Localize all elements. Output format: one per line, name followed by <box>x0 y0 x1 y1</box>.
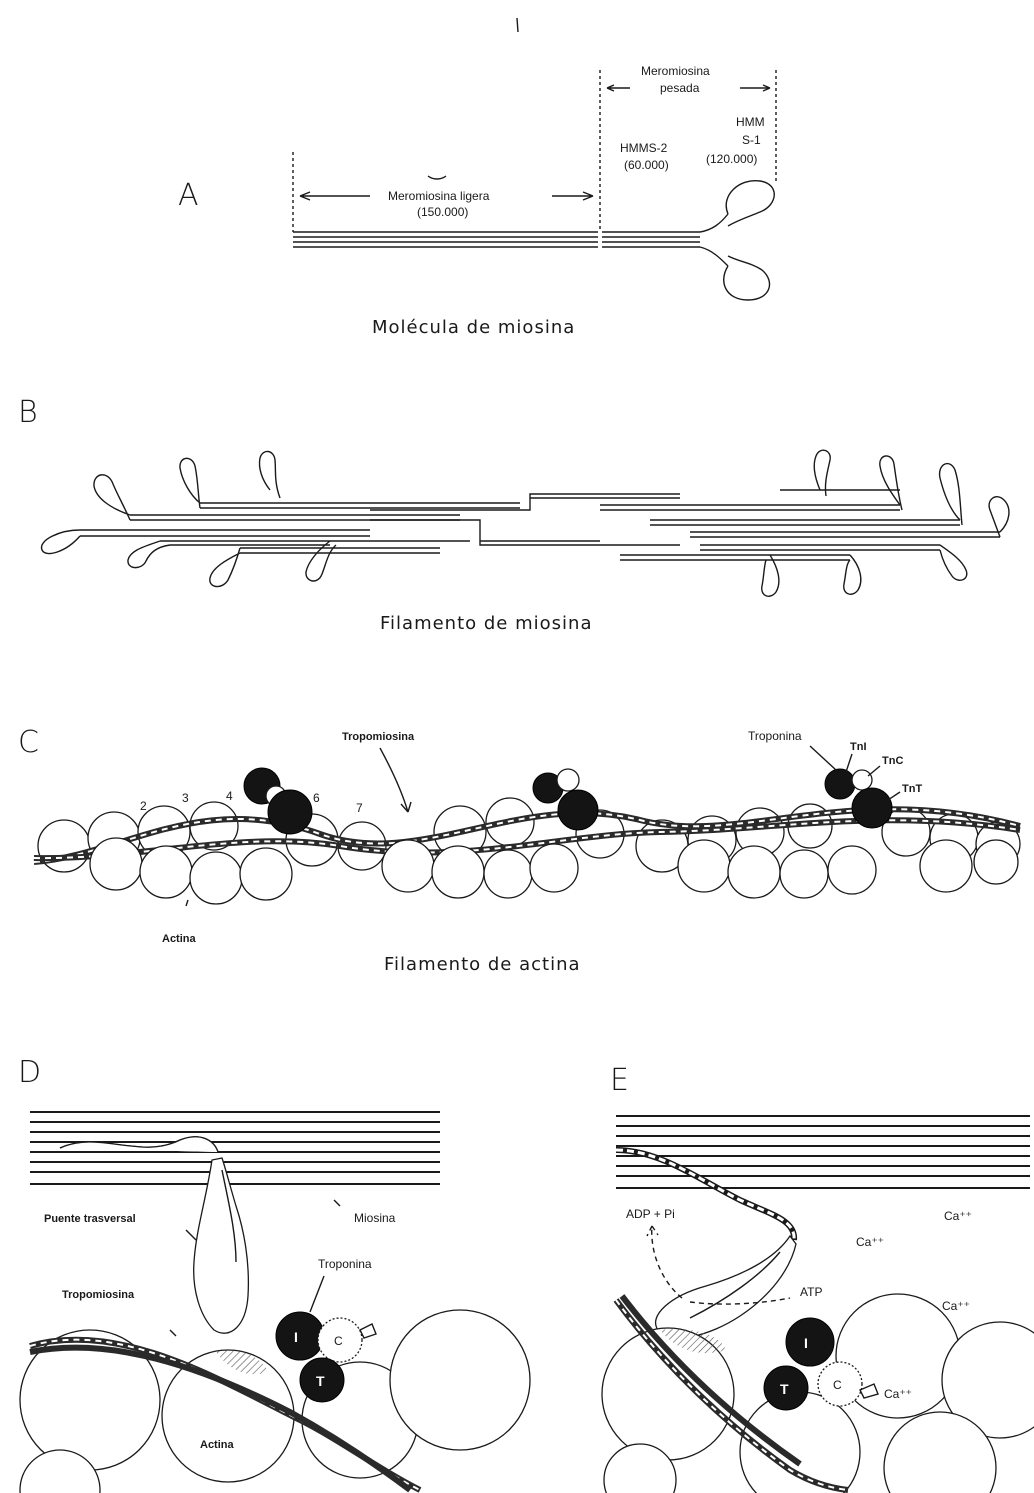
bead-number-3: 3 <box>182 791 189 805</box>
troponin-t-label-e: T <box>780 1381 789 1397</box>
tni-label: TnI <box>850 741 867 753</box>
calcium-label-2: Ca⁺⁺ <box>856 1235 884 1249</box>
troponin-i-label-e: I <box>804 1335 808 1351</box>
panel-a: A Meromiosina ligera (150.000) Mer <box>178 18 776 338</box>
tnt-pointer <box>888 792 900 800</box>
tni-pointer <box>846 754 852 772</box>
troponin-label-d: Troponina <box>318 1257 372 1271</box>
myosin-label-d: Miosina <box>354 1211 396 1225</box>
atp-label: ATP <box>800 1285 822 1299</box>
panel-b-caption: Filamento de miosina <box>380 613 592 634</box>
tropomyosin-label: Tropomiosina <box>342 731 415 743</box>
troponin-label: Troponina <box>748 729 802 743</box>
tnt-label: TnT <box>902 783 922 795</box>
calcium-label-1: Ca⁺⁺ <box>944 1209 972 1223</box>
myosin-tail <box>293 214 728 266</box>
panel-b-letter: B <box>18 395 38 430</box>
top-mark <box>517 18 518 32</box>
troponin-t-label: T <box>316 1373 325 1389</box>
troponin-pointer <box>810 746 836 770</box>
myosin-pointer-d <box>334 1200 340 1206</box>
tropomyosin-arrow <box>380 748 411 812</box>
panel-e-letter: E <box>610 1063 629 1098</box>
troponin-c-label: C <box>334 1334 343 1348</box>
heavy-meromyosin-label-1: Meromiosina <box>641 64 710 78</box>
bead-number-6: 6 <box>313 791 320 805</box>
tnc-label: TnC <box>882 755 903 767</box>
adp-label: ADP + Pi <box>626 1207 675 1221</box>
s1-label: S-1 <box>742 133 761 147</box>
cross-bridge-label: Puente trasversal <box>44 1213 136 1225</box>
myosin-thick-filament-e <box>616 1116 1030 1188</box>
hmms2-label: HMMS-2 <box>620 141 668 155</box>
myosin-heads <box>724 181 775 300</box>
arrow-heavy-right <box>740 85 770 91</box>
actin-beads-front <box>90 838 1018 904</box>
calcium-label-3: Ca⁺⁺ <box>942 1299 970 1313</box>
panel-e: E <box>602 1063 1034 1493</box>
light-meromyosin-label: Meromiosina ligera <box>388 189 490 203</box>
arrow-light-right <box>552 192 593 200</box>
calcium-label-4: Ca⁺⁺ <box>884 1387 912 1401</box>
hmm-mw: (120.000) <box>706 152 757 166</box>
panel-a-letter: A <box>178 178 199 213</box>
bead-number-4: 4 <box>226 789 233 803</box>
actin-pointer <box>186 900 188 906</box>
troponin-complex-1 <box>244 768 312 834</box>
panel-c: C <box>18 725 1020 975</box>
tropomyosin-pointer-d <box>170 1330 176 1336</box>
tilde-mark <box>428 176 446 179</box>
light-meromyosin-mw: (150.000) <box>417 205 468 219</box>
tropomyosin-label-d: Tropomiosina <box>62 1289 135 1301</box>
actin-label-d: Actina <box>200 1439 235 1451</box>
hmm-label: HMM <box>736 115 765 129</box>
cross-bridge-pointer <box>186 1230 196 1240</box>
tnc-pointer <box>868 766 880 776</box>
panel-d: D <box>18 1055 530 1493</box>
troponin-pointer-d <box>310 1276 324 1312</box>
troponin-i-label: I <box>294 1329 298 1345</box>
cross-bridge-e <box>616 1150 796 1338</box>
panel-c-letter: C <box>18 725 39 760</box>
bead-number-7: 7 <box>356 801 363 815</box>
troponin-complex-2 <box>533 769 598 830</box>
arrow-heavy-left <box>607 85 630 91</box>
actin-label: Actina <box>162 933 197 945</box>
panel-b: B <box>18 395 1009 634</box>
panel-a-caption: Molécula de miosina <box>372 317 575 338</box>
cross-bridge <box>60 1137 248 1333</box>
panel-c-caption: Filamento de actina <box>384 954 581 975</box>
panel-d-letter: D <box>18 1055 41 1090</box>
arrow-light-left <box>300 192 370 200</box>
hmms2-mw: (60.000) <box>624 158 669 172</box>
bead-number-2: 2 <box>140 799 147 813</box>
adp-arrow <box>647 1226 682 1298</box>
troponin-c-label-e: C <box>833 1378 842 1392</box>
myosin-filament-heads <box>42 450 1009 596</box>
heavy-meromyosin-label-2: pesada <box>660 81 700 95</box>
